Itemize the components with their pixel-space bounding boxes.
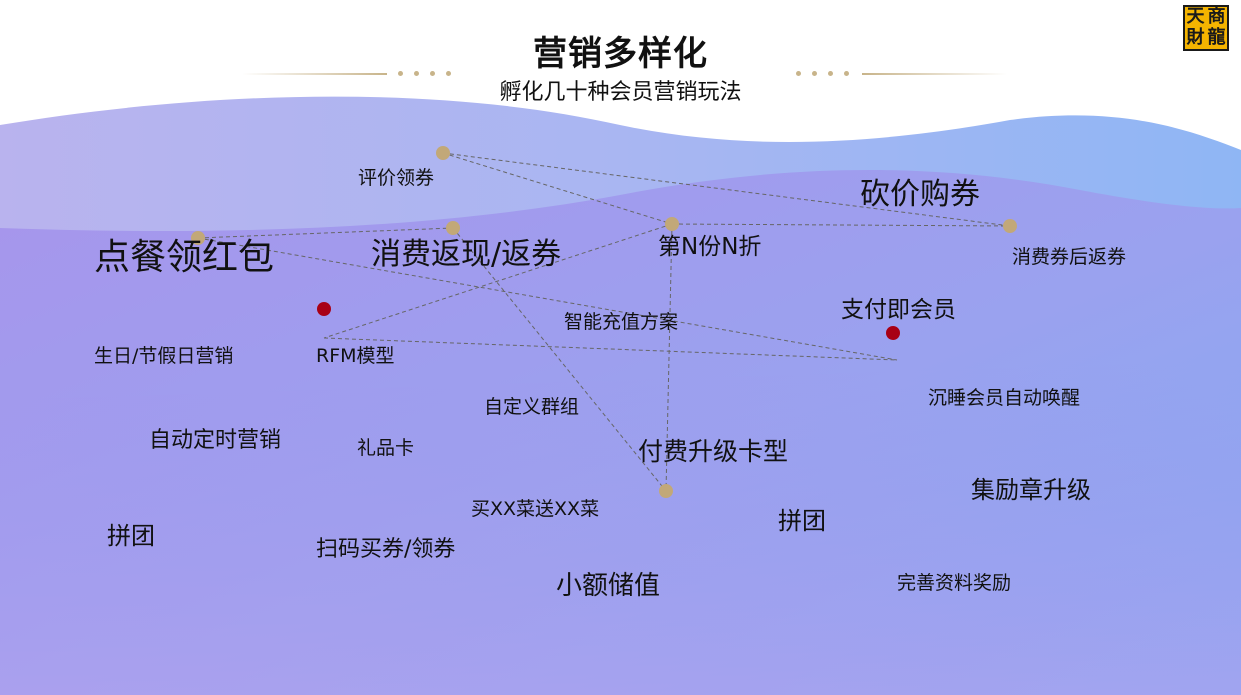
label-pintuan-right: 拼团 <box>778 507 826 535</box>
node-dot <box>659 484 673 498</box>
page-title: 营销多样化 <box>533 34 708 74</box>
label-saoma-maiquan: 扫码买券/领券 <box>316 537 456 562</box>
label-xiaofei-fanxian: 消费返现/返券 <box>371 237 562 272</box>
node-dot <box>1003 219 1017 233</box>
label-diancan-hongbao: 点餐领红包 <box>94 237 275 278</box>
brand-logo: 天 商 財 龍 <box>1183 5 1229 51</box>
label-pingjia-lingquan: 评价领券 <box>358 167 435 189</box>
connector-line <box>323 223 673 339</box>
header-left-line <box>242 73 387 75</box>
label-zhifu-huiyuan: 支付即会员 <box>841 297 956 323</box>
label-wanshan-ziliao: 完善资料奖励 <box>897 572 1012 594</box>
logo-char: 財 <box>1186 27 1205 48</box>
header-right-line <box>862 73 1007 75</box>
header-left-dots <box>398 71 451 76</box>
connector-line <box>442 152 673 225</box>
connector-line <box>671 223 1011 227</box>
logo-char: 天 <box>1186 6 1205 27</box>
connector-line <box>197 237 898 361</box>
label-pintuan-left: 拼团 <box>107 522 155 550</box>
connector-line <box>197 227 454 239</box>
node-dot <box>665 217 679 231</box>
label-shengri-jiejiari: 生日/节假日营销 <box>94 345 234 367</box>
label-chenshui-huanxing: 沉睡会员自动唤醒 <box>928 387 1081 409</box>
logo-char: 龍 <box>1207 27 1226 48</box>
header-right-dots <box>796 71 849 76</box>
label-jilizhang: 集励章升级 <box>971 476 1091 504</box>
label-zhineng-chongzhi: 智能充值方案 <box>564 311 679 333</box>
label-fufei-shengji: 付费升级卡型 <box>638 437 789 466</box>
node-dot <box>446 221 460 235</box>
red-dot <box>886 326 900 340</box>
label-di-n-fen: 第N份N折 <box>658 234 762 260</box>
label-mai-song: 买XX菜送XX菜 <box>471 498 600 520</box>
connector-line <box>323 337 898 361</box>
label-kanjia-gouquan: 砍价购券 <box>860 177 980 212</box>
label-zidong-dingshi: 自动定时营销 <box>149 428 282 453</box>
label-lipinka: 礼品卡 <box>357 437 415 459</box>
page-subtitle: 孵化几十种会员营销玩法 <box>499 80 742 105</box>
logo-char: 商 <box>1207 6 1226 27</box>
connector-line <box>442 152 1011 227</box>
connector-line <box>452 227 667 492</box>
label-zidingyi-qunzu: 自定义群组 <box>484 396 580 418</box>
label-rfm: RFM模型 <box>316 345 395 367</box>
red-dot <box>317 302 331 316</box>
node-dot <box>436 146 450 160</box>
label-xiaofeiquan-hou: 消费券后返券 <box>1012 246 1127 268</box>
node-dot <box>191 231 205 245</box>
connector-line <box>665 223 673 492</box>
label-xiaoe-chuzhi: 小额储值 <box>556 571 661 601</box>
